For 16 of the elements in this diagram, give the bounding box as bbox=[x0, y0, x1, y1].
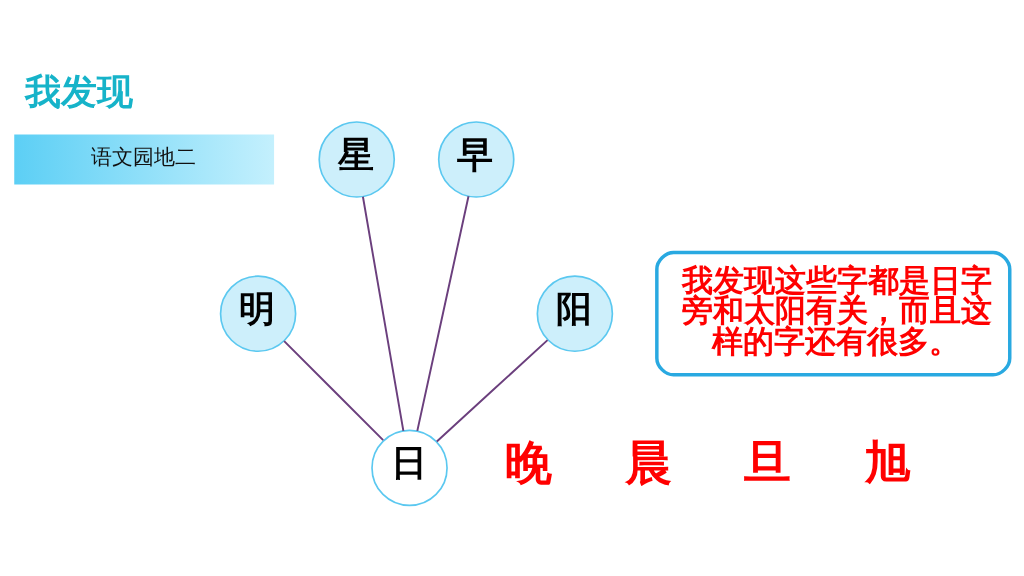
label: 旦 bbox=[744, 434, 792, 490]
node-circle: 早 bbox=[437, 121, 515, 198]
node-box: 语文园地二 bbox=[14, 134, 275, 185]
connector bbox=[283, 340, 385, 442]
connector bbox=[416, 195, 470, 432]
node-circle: 日 bbox=[371, 429, 448, 507]
diagram-title: 我发现 bbox=[25, 69, 134, 113]
connector bbox=[361, 195, 405, 432]
label: 晚 bbox=[505, 434, 553, 490]
node-circle: 明 bbox=[219, 275, 297, 353]
node-box: 我发现这些字都是日字旁和太阳有关，而且这样的字还有很多。 bbox=[655, 250, 1012, 377]
label: 晨 bbox=[624, 434, 672, 490]
label: 旭 bbox=[863, 434, 911, 490]
node-circle: 星 bbox=[318, 121, 396, 198]
connector bbox=[435, 339, 549, 443]
node-circle: 阳 bbox=[536, 275, 614, 353]
